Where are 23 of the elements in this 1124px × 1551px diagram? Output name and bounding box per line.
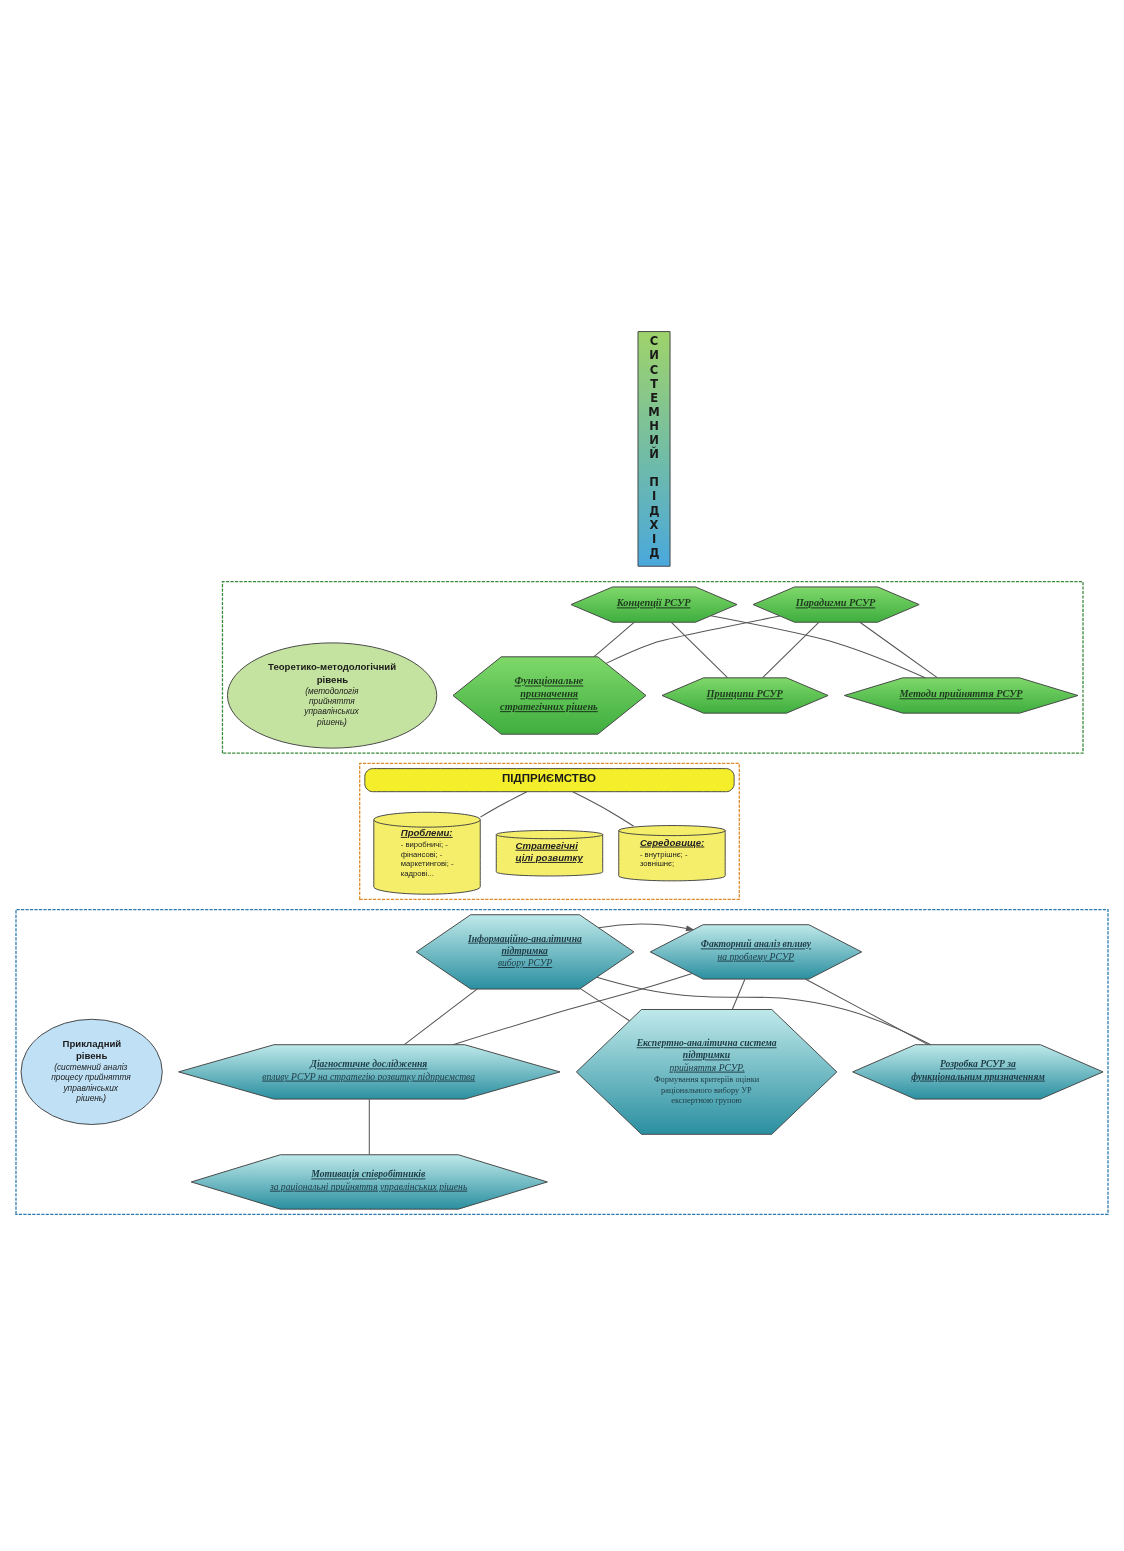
connector [605,615,781,664]
connector [805,978,929,1046]
node-ellipse: Теоретико-методологічний рівень (методологія прийняття управлінських рішень) [227,642,438,749]
connector [572,791,635,827]
connector [479,791,528,818]
connector [762,621,820,679]
connector [452,972,693,1046]
node-box: СИСТЕМНИЙ ПІДХІД [637,331,671,567]
connector [731,978,746,1011]
connector [593,621,635,658]
connector [368,1098,370,1156]
connector [710,615,926,679]
node-box: ПІДПРИЄМСТВО [364,768,735,793]
connector [403,988,478,1046]
cluster [15,908,1109,1215]
cluster [221,581,1084,754]
connector [670,621,728,679]
cluster [359,762,740,900]
connector [596,976,932,1046]
connector [579,988,630,1022]
node-ellipse: Прикладний рівень (системний аналіз процесу прийняття управлінських рішень) [20,1018,163,1125]
connector [859,621,938,679]
arrow [598,923,695,932]
